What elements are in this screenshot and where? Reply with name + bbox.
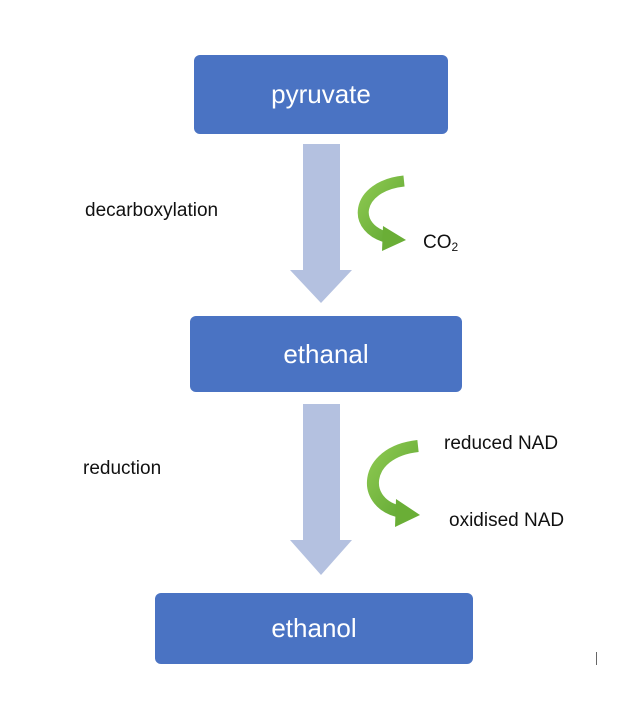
oxidised-nad-label: oxidised NAD: [449, 510, 565, 531]
curved-arrow-nad: [366, 440, 420, 527]
curved-arrow-co2: [357, 175, 406, 251]
main-arrow-2: [290, 404, 352, 575]
ethanol-box: ethanol: [155, 593, 473, 664]
cursor-mark: [596, 652, 597, 665]
reduced-nad-label: reduced NAD: [444, 433, 559, 454]
co2-subscript: 2: [451, 240, 459, 254]
main-arrow-1: [290, 144, 352, 303]
ethanal-label: ethanal: [283, 338, 369, 369]
ethanal-box: ethanal: [190, 316, 462, 392]
co2-text: CO: [423, 232, 452, 253]
reduction-label: reduction: [83, 458, 162, 479]
pyruvate-box: pyruvate: [194, 55, 448, 134]
decarboxylation-label: decarboxylation: [85, 200, 219, 221]
pyruvate-label: pyruvate: [271, 79, 371, 109]
co2-label: CO2: [423, 232, 458, 254]
ethanol-label: ethanol: [271, 613, 357, 643]
